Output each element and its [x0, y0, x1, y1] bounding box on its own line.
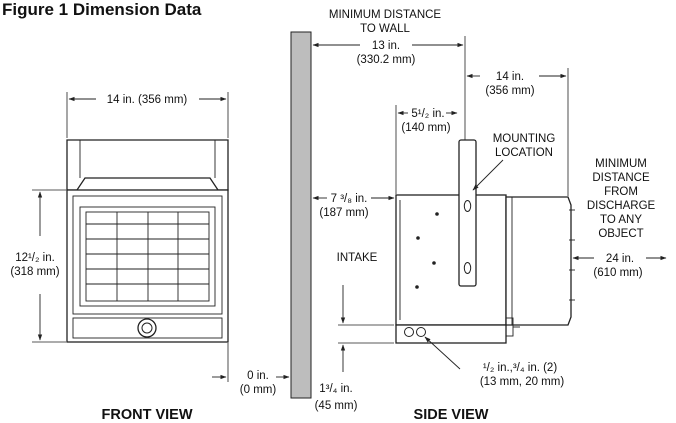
figure-title: Figure 1 Dimension Data — [2, 0, 202, 19]
min-wall-mm: (330.2 mm) — [357, 54, 416, 66]
side-view-heater — [395, 139, 575, 344]
front-view-caption: FRONT VIEW — [101, 407, 192, 423]
front-width-label: 14 in. (356 mm) — [107, 94, 188, 106]
zero-clearance-mm-label: (0 mm) — [240, 384, 277, 396]
discharge-label-5: TO ANY — [600, 214, 642, 226]
discharge-label-3: FROM — [604, 186, 638, 198]
discharge-label-1: MINIMUM — [595, 158, 647, 170]
min-wall-value: 13 in. — [372, 40, 400, 52]
zero-clearance-label: 0 in. — [247, 370, 269, 382]
wall-offset-value: 7 ³/₈ in. — [331, 193, 368, 205]
mounting-label-2: LOCATION — [495, 147, 553, 159]
wall — [290, 31, 312, 399]
knockout-label-1: ¹/₂ in.,³/₄ in. (2) — [483, 362, 558, 374]
side-view-caption: SIDE VIEW — [414, 407, 489, 423]
mounting-label-1: MOUNTING — [493, 133, 556, 145]
discharge-label-4: DISCHARGE — [587, 200, 656, 212]
side-width-value: 14 in. — [496, 71, 524, 83]
bottom-mm: (45 mm) — [315, 400, 358, 412]
discharge-mm: (610 mm) — [593, 267, 642, 279]
bottom-value: 1³/₄ in. — [319, 383, 352, 395]
side-width-mm: (356 mm) — [485, 85, 534, 97]
front-height-label: 12¹/₂ in. — [15, 252, 55, 264]
intake-label: INTAKE — [337, 252, 378, 264]
front-height-mm-label: (318 mm) — [10, 266, 59, 278]
discharge-value: 24 in. — [606, 253, 634, 265]
knockout-label-2: (13 mm, 20 mm) — [480, 376, 565, 388]
min-wall-label-2: TO WALL — [360, 23, 410, 35]
min-wall-label-1: MINIMUM DISTANCE — [329, 9, 442, 21]
discharge-label-6: OBJECT — [598, 228, 643, 240]
offset-mm: (140 mm) — [401, 122, 450, 134]
front-view-heater — [66, 139, 229, 343]
offset-value: 5¹/₂ in. — [411, 108, 444, 120]
wall-offset-mm: (187 mm) — [319, 207, 368, 219]
discharge-label-2: DISTANCE — [592, 172, 650, 184]
